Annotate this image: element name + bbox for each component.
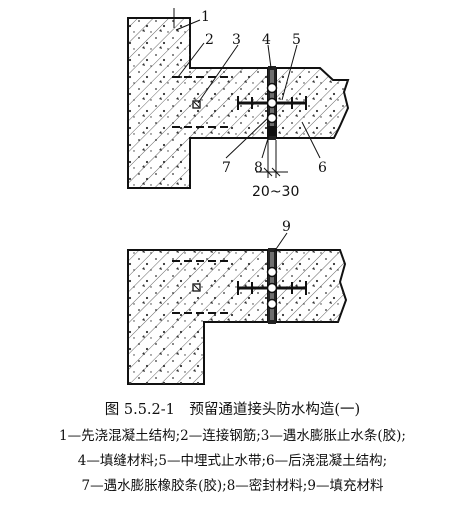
leader-lines	[175, 19, 321, 253]
callout-3: 3	[232, 32, 241, 48]
dimension-marks	[256, 140, 288, 178]
joint-width-dimension: 20~30	[252, 184, 299, 200]
callout-1: 1	[201, 9, 210, 25]
callout-2: 2	[205, 32, 214, 48]
callout-4: 4	[262, 32, 271, 48]
legend-line-3: 7—遇水膨胀橡胶条(胶);8—密封材料;9—填充材料	[81, 478, 384, 494]
callout-7: 7	[222, 160, 231, 176]
callout-5: 5	[292, 32, 301, 48]
figure-title: 图 5.5.2-1 预留通道接头防水构造(一)	[104, 402, 361, 418]
callout-9: 9	[282, 219, 291, 235]
callout-6: 6	[318, 160, 327, 176]
bottom-section	[127, 248, 348, 385]
callout-8: 8	[254, 160, 263, 176]
legend-line-1: 1—先浇混凝土结构;2—连接钢筋;3—遇水膨胀止水条(胶);	[59, 428, 406, 444]
legend-line-2: 4—填缝材料;5—中埋式止水带;6—后浇混凝土结构;	[77, 453, 388, 469]
waterproof-joint-drawing: 1 2 3 4 5 6 7 8 9 20~30	[127, 8, 350, 385]
